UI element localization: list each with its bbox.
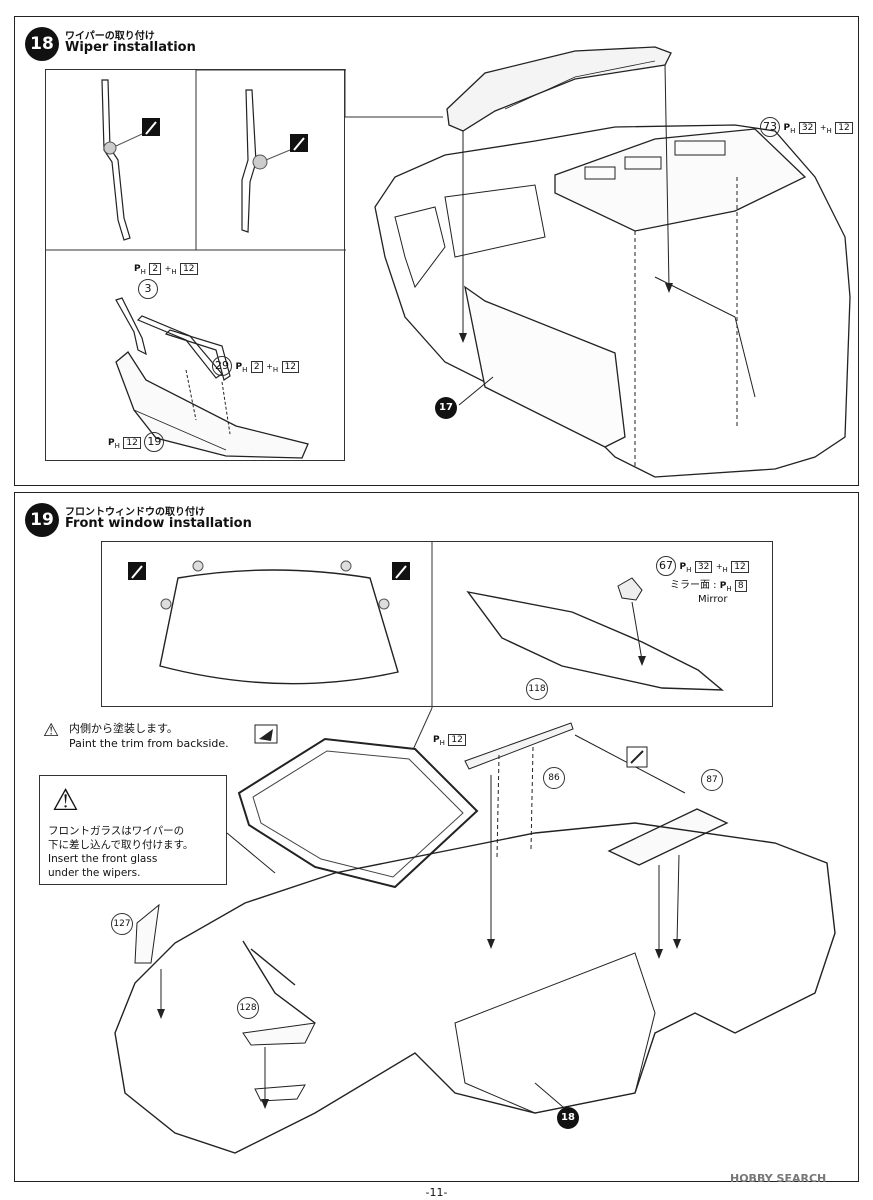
part-127-marker: 127: [111, 913, 133, 935]
car-front-drawing: [114, 722, 836, 1154]
paint-code-label: PH 12 19: [108, 432, 165, 454]
wiper-detail-drawing: [46, 69, 346, 459]
step-number-badge: 19: [25, 503, 59, 537]
mirror-label-en: Mirror: [698, 594, 728, 605]
part-86-marker: 86: [543, 767, 565, 789]
part-17-marker: 17: [435, 397, 457, 419]
part-19-marker: 19: [144, 432, 165, 452]
part-67-marker: 67: [656, 556, 676, 576]
paint-code-label: PH 12: [433, 731, 466, 751]
step-18-panel: 18 ワイパーの取り付け Wiper installation: [14, 16, 859, 486]
part-87-marker: 87: [701, 769, 723, 791]
window-detail-inset: 67 PH 32 +H 12 ミラー面 : PH 8 Mirror 118: [101, 541, 773, 753]
step-19-panel: 19 フロントウィンドウの取り付け Front window installat…: [14, 492, 859, 1182]
part-118-marker: 118: [526, 678, 548, 700]
part-73-marker: 73: [760, 117, 780, 137]
step-title-en: Front window installation: [65, 516, 252, 531]
paint-code-label: 67 PH 32 +H 12: [656, 556, 749, 578]
part-128-marker: 128: [237, 997, 259, 1019]
warning-box: ⚠ フロントガラスはワイパーの 下に差し込んで取り付けます。 Insert th…: [39, 775, 227, 885]
mirror-label: ミラー面 : PH 8: [670, 578, 747, 597]
engine-bay-drawing: [344, 46, 851, 478]
warning-icon: ⚠: [43, 720, 60, 741]
backside-paint-note: ⚠ 内側から塗装します。 Paint the trim from backsid…: [43, 720, 229, 751]
wiper-detail-inset: PH 2 +H 12 3 29 PH 2 +H 12 PH 12 19: [45, 69, 346, 461]
page-number: -11-: [425, 1186, 448, 1199]
part-3-marker: 3: [138, 279, 158, 299]
warning-icon: ⚠: [52, 783, 79, 818]
paint-code-label: 73 PH 32 +H 12: [760, 117, 853, 139]
step-number-badge: 18: [25, 27, 59, 61]
window-detail-drawing: [128, 542, 725, 753]
step-title-jp: フロントウィンドウの取り付け: [65, 507, 205, 518]
part-29-marker: 29: [212, 356, 232, 376]
step-title-jp: ワイパーの取り付け: [65, 31, 155, 42]
watermark: HOBBY SEARCH: [730, 1172, 827, 1185]
paint-code-label: 29 PH 2 +H 12: [212, 356, 300, 378]
part-18-marker: 18: [557, 1107, 579, 1129]
paint-code-label: PH 2 +H 12: [134, 260, 198, 280]
step-title-en: Wiper installation: [65, 40, 196, 55]
